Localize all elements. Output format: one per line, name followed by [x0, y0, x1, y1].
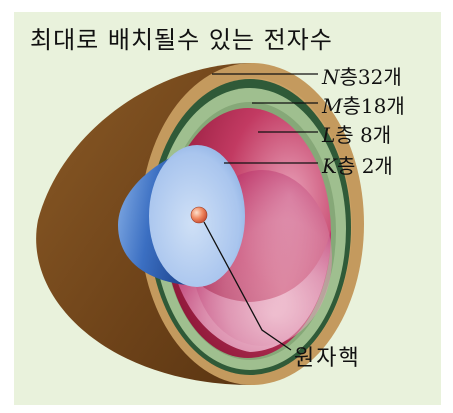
leader-nucleus — [203, 221, 292, 351]
label-n-shell: N층32개 — [322, 65, 402, 89]
label-k-shell: K층 2개 — [322, 154, 393, 178]
label-m-shell: M층18개 — [322, 94, 405, 118]
figure-title: 최대로 배치될수 있는 전자수 — [30, 26, 333, 54]
nucleus-label: 원자핵 — [294, 346, 361, 371]
nucleus — [190, 206, 208, 224]
label-l-shell: L층 8개 — [322, 123, 392, 147]
